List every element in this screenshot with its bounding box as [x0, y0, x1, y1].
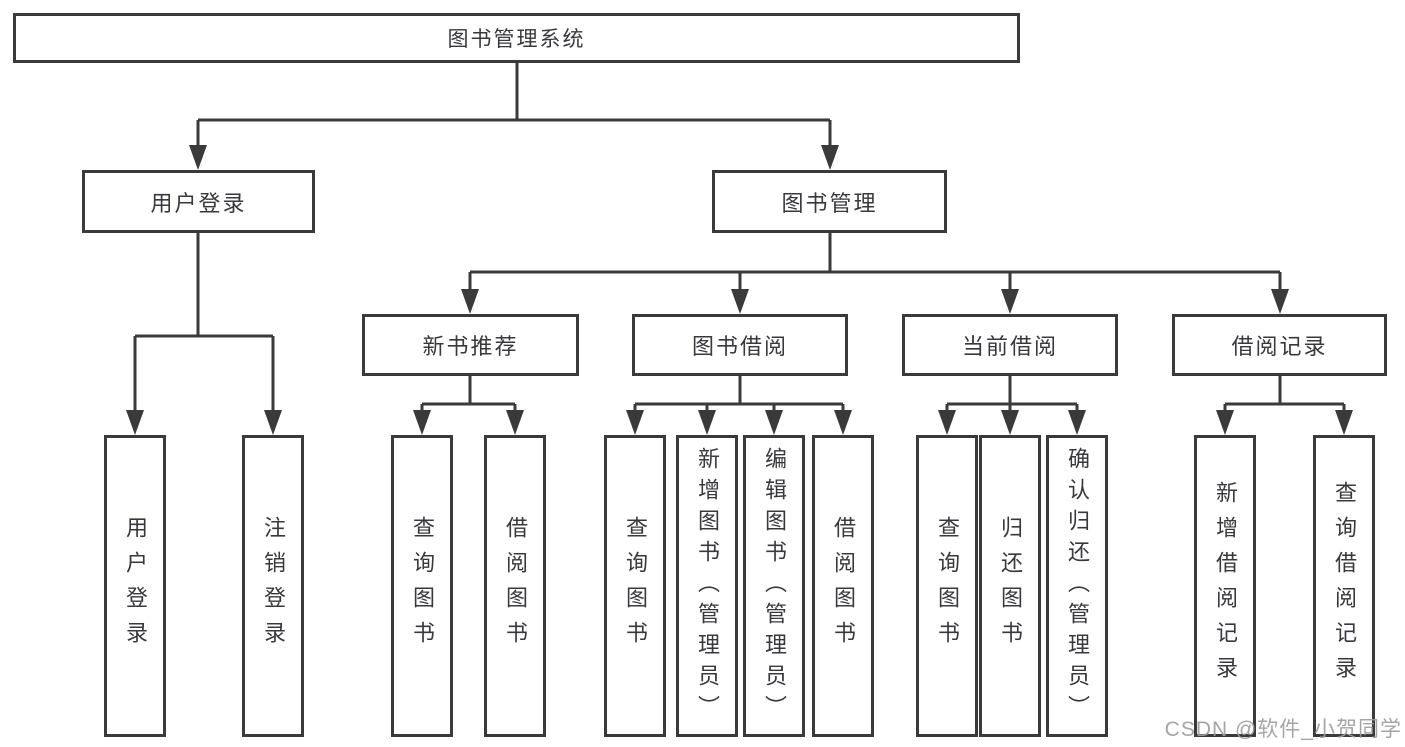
- node-user-login-group-label: 用户登录: [150, 190, 247, 216]
- leaf-query-books-borrowing-label: 查询图书: [623, 516, 648, 656]
- leaf-add-borrow-record-label: 新增借阅记录: [1213, 481, 1238, 691]
- leaf-add-book-admin-label: 新增图书（管理员）: [695, 446, 720, 726]
- leaf-borrow-books-recommend: 借阅图书: [484, 435, 546, 737]
- leaf-borrow-books-recommend-label: 借阅图书: [503, 516, 528, 656]
- watermark: CSDN @软件_小贺同学: [1164, 718, 1402, 741]
- leaf-return-books-label: 归还图书: [998, 516, 1023, 656]
- node-borrowing-records-label: 借阅记录: [1231, 334, 1328, 359]
- leaf-user-login: 用户登录: [104, 435, 166, 737]
- node-current-borrowing-label: 当前借阅: [961, 334, 1058, 359]
- leaf-edit-book-admin-label: 编辑图书（管理员）: [762, 446, 787, 726]
- leaf-query-books-current-label: 查询图书: [935, 516, 960, 656]
- leaf-query-books-recommend-label: 查询图书: [410, 516, 435, 656]
- node-root: 图书管理系统: [13, 13, 1020, 63]
- node-current-borrowing: 当前借阅: [902, 314, 1118, 376]
- leaf-query-books-borrowing: 查询图书: [604, 435, 666, 737]
- node-new-book-recommend: 新书推荐: [362, 314, 579, 376]
- node-new-book-recommend-label: 新书推荐: [422, 334, 519, 359]
- leaf-query-books-current: 查询图书: [916, 435, 978, 737]
- leaf-query-borrow-record: 查询借阅记录: [1313, 435, 1375, 737]
- leaf-borrow-books-borrowing-label: 借阅图书: [831, 516, 856, 656]
- leaf-user-login-label: 用户登录: [123, 516, 148, 656]
- node-book-management-label: 图书管理: [781, 190, 878, 216]
- leaf-return-books: 归还图书: [979, 435, 1041, 737]
- leaf-logout: 注销登录: [242, 435, 304, 737]
- node-book-management: 图书管理: [712, 170, 947, 233]
- leaf-logout-label: 注销登录: [261, 516, 286, 656]
- leaf-edit-book-admin: 编辑图书（管理员）: [743, 435, 805, 737]
- node-book-borrowing: 图书借阅: [632, 314, 848, 376]
- leaf-add-borrow-record: 新增借阅记录: [1194, 435, 1256, 737]
- leaf-add-book-admin: 新增图书（管理员）: [676, 435, 738, 737]
- leaf-query-borrow-record-label: 查询借阅记录: [1332, 481, 1357, 691]
- node-user-login-group: 用户登录: [82, 170, 315, 233]
- node-book-borrowing-label: 图书借阅: [691, 334, 788, 359]
- leaf-confirm-return-admin-label: 确认归还（管理员）: [1065, 446, 1090, 726]
- node-borrowing-records: 借阅记录: [1172, 314, 1387, 376]
- leaf-query-books-recommend: 查询图书: [391, 435, 453, 737]
- node-root-label: 图书管理系统: [447, 28, 586, 51]
- leaf-borrow-books-borrowing: 借阅图书: [812, 435, 874, 737]
- leaf-confirm-return-admin: 确认归还（管理员）: [1046, 435, 1108, 737]
